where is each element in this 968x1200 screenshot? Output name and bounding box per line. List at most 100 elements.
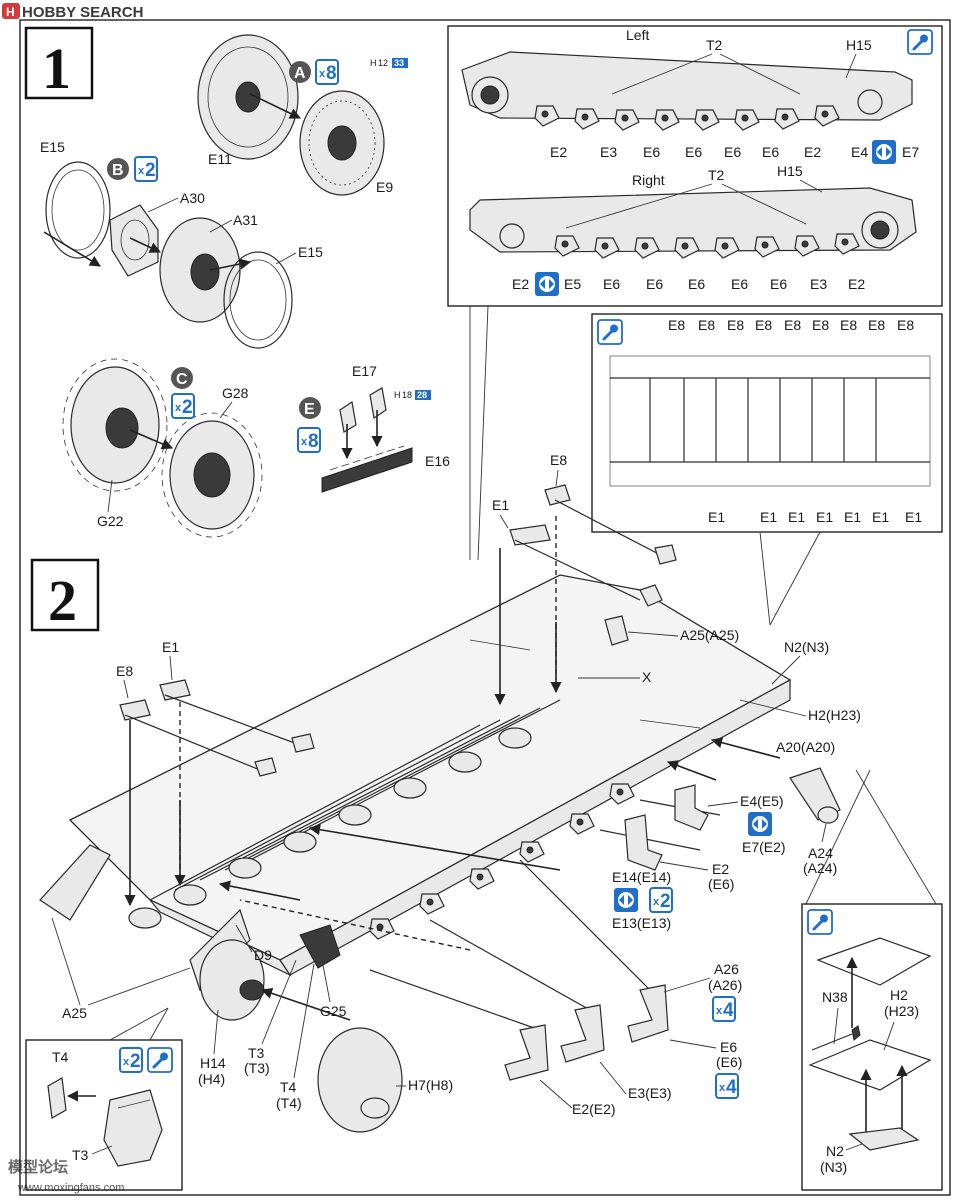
mult-b: 2 xyxy=(145,160,156,181)
inset-n: H2 (H23) N38 N2 (N3) xyxy=(801,769,943,1191)
badge-e: E x 8 xyxy=(297,397,321,453)
s2-label-t4b: (T4) xyxy=(276,1095,302,1111)
left-title: Left xyxy=(626,27,649,43)
watermark-top: H HOBBY SEARCH xyxy=(2,3,143,21)
left-bl-2: E6 xyxy=(643,144,660,160)
left-bl-1: E3 xyxy=(600,144,617,160)
step2-header: 2 xyxy=(30,558,100,633)
label-e11: E11 xyxy=(208,151,232,167)
watermark-logo-glyph: H xyxy=(6,5,15,19)
inset-t-label-t4: T4 xyxy=(52,1049,69,1065)
mult-t-badge: x 2 xyxy=(119,1047,143,1073)
wrench-icon-n xyxy=(806,908,834,936)
right-label-t2: T2 xyxy=(708,167,725,183)
label-e16: E16 xyxy=(425,453,450,469)
shock-absorbers xyxy=(128,727,532,929)
top-e8-1: E8 xyxy=(698,317,715,333)
s2-label-n2: N2(N3) xyxy=(784,639,829,655)
symmetry-icon-left xyxy=(872,140,896,164)
part-h7 xyxy=(317,1027,403,1133)
inset-top-view: E8 E8 E8 E8 E8 E8 E8 E8 E8 E1 E1 E1 E1 E… xyxy=(591,313,943,533)
top-e8-4: E8 xyxy=(784,317,801,333)
label-a30: A30 xyxy=(180,190,205,206)
inset-n-label-n38: N38 xyxy=(822,989,848,1005)
label-e15-a: E15 xyxy=(40,139,65,155)
left-bl-5: E6 xyxy=(762,144,779,160)
s2-label-d9: D9 xyxy=(254,947,272,963)
top-e1-0: E1 xyxy=(708,509,725,525)
s2-label-e1-left: E1 xyxy=(162,639,179,655)
right-bottom-labels: E2 E5 E6 E6 E6 E6 E6 E3 E2 xyxy=(512,272,865,296)
step2-number: 2 xyxy=(48,568,77,633)
mult-a26-badge: x 4 xyxy=(712,996,736,1022)
svg-text:x: x xyxy=(175,402,182,414)
badge-c: C x 2 xyxy=(171,367,195,419)
top-e1-5: E1 xyxy=(872,509,889,525)
mult-a: 8 xyxy=(326,63,337,84)
s2-label-t3b: (T3) xyxy=(244,1060,270,1076)
left-bl-6: E2 xyxy=(804,144,821,160)
wrench-icon-t xyxy=(146,1046,174,1074)
right-bl-7: E3 xyxy=(810,276,827,292)
badge-b-letter: B xyxy=(112,162,124,179)
s2-label-e4: E4(E5) xyxy=(740,793,784,809)
mult-e: 8 xyxy=(308,431,319,452)
s2-label-h14a: H14 xyxy=(200,1055,226,1071)
inset-t: x 2 T4 T3 xyxy=(25,1007,183,1191)
part-e15-left xyxy=(45,161,111,259)
s2-label-a26b: (A26) xyxy=(708,977,742,993)
ref-e: H 18 28 xyxy=(394,390,431,400)
right-label-h15: H15 xyxy=(777,163,803,179)
left-bottom-labels: E2 E3 E6 E6 E6 E6 E2 E4 E7 xyxy=(550,140,919,164)
top-e1-1: E1 xyxy=(760,509,777,525)
s2-label-a24a: A24 xyxy=(808,845,833,861)
svg-text:x: x xyxy=(138,165,145,177)
ref-a-h: H xyxy=(370,58,377,68)
s2-label-e6a: E6 xyxy=(720,1039,737,1055)
part-n2 xyxy=(848,1127,920,1151)
badge-a: A x 8 xyxy=(289,59,339,85)
label-g22: G22 xyxy=(97,513,124,529)
label-e15-b: E15 xyxy=(298,244,323,260)
s2-label-e2a: E2 xyxy=(712,861,729,877)
inset-sides: Left T2 H15 E2 E3 E6 E6 E6 E6 E2 xyxy=(447,25,943,307)
inset-n-label-h2b: (H23) xyxy=(884,1003,919,1019)
svg-text:x: x xyxy=(719,1082,726,1094)
s2-label-a25-top: A25(A25) xyxy=(680,627,739,643)
svg-text:x: x xyxy=(123,1056,130,1068)
top-e1-4: E1 xyxy=(844,509,861,525)
top-e1-2: E1 xyxy=(788,509,805,525)
top-e1-3: E1 xyxy=(816,509,833,525)
s2-label-a25-left: A25 xyxy=(62,1005,87,1021)
top-e8-6: E8 xyxy=(840,317,857,333)
wrench-icon-top xyxy=(596,318,624,346)
svg-text:x: x xyxy=(319,68,326,80)
mult-e6: 4 xyxy=(726,1077,737,1098)
mult-e14-badge: x 2 xyxy=(649,887,673,913)
inset-t-label-t3: T3 xyxy=(72,1147,89,1163)
watermark-bottom-url: www.moxingfans.com xyxy=(17,1182,124,1194)
step1-number: 1 xyxy=(42,36,71,101)
s2-label-e2-bottom: E2(E2) xyxy=(572,1101,616,1117)
s2-label-t3a: T3 xyxy=(248,1045,265,1061)
top-e8-2: E8 xyxy=(727,317,744,333)
part-t4 xyxy=(47,1077,67,1119)
inset-n-label-n2b: (N3) xyxy=(820,1159,847,1175)
s2-label-a24b: (A24) xyxy=(803,860,837,876)
right-bl-6: E6 xyxy=(770,276,787,292)
badge-c-letter: C xyxy=(176,371,188,388)
s2-label-a20: A20(A20) xyxy=(776,739,835,755)
badge-b: B x 2 xyxy=(107,156,158,182)
s2-label-e1-top: E1 xyxy=(492,497,509,513)
right-bl-1: E5 xyxy=(564,276,581,292)
watermark-top-text: HOBBY SEARCH xyxy=(22,4,143,21)
s2-label-a26a: A26 xyxy=(714,961,739,977)
final-drive xyxy=(199,939,265,1021)
mult-e14: 2 xyxy=(660,891,671,912)
s2-label-e8-left: E8 xyxy=(116,663,133,679)
ref-a-second: 33 xyxy=(394,58,404,68)
outer-frame xyxy=(19,19,951,1196)
badge-e-letter: E xyxy=(304,401,315,418)
subassembly-a: A x 8 H 12 33 E11 E9 xyxy=(197,34,408,196)
